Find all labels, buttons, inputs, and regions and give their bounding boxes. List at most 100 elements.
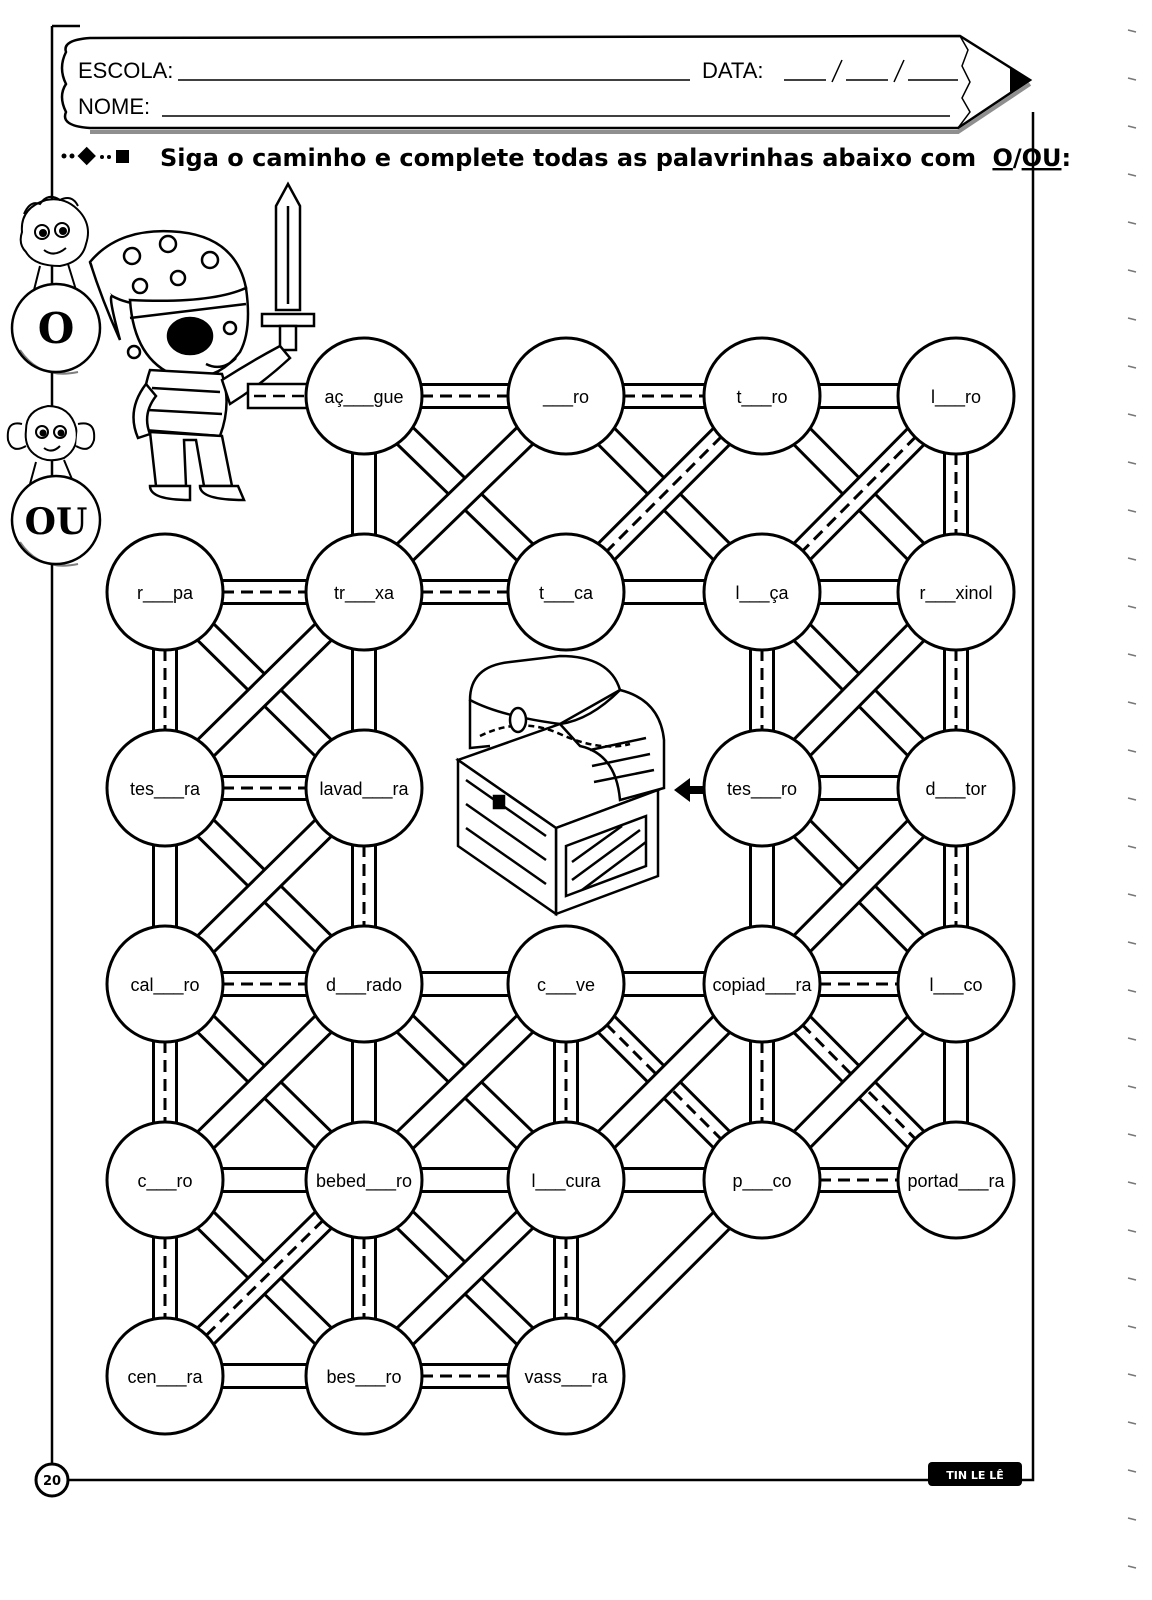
page-number: 20 [43,1474,61,1489]
maze-node-n7[interactable]: l___ça [702,532,822,652]
o-ball [10,282,102,374]
maze-node-n0[interactable]: aç___gue [304,336,424,456]
maze-node-n14[interactable]: d___rado [304,924,424,1044]
maze-node-word: lavad___ra [319,779,409,800]
maze-node-circle [304,728,424,848]
maze-node-n8[interactable]: r___xinol [896,532,1016,652]
maze-node-word: tr___xa [334,583,395,604]
ou-ball-label: OU [25,501,88,543]
maze-node-circle [304,532,424,652]
maze-node-word: t___ro [736,387,787,408]
maze-node-n1[interactable]: ___ro [506,336,626,456]
maze-node-n25[interactable]: vass___ra [506,1316,626,1436]
maze-node-n11[interactable]: tes___ro [702,728,822,848]
maze-node-word: c___ro [137,1171,192,1192]
maze-node-n22[interactable]: portad___ra [896,1120,1016,1240]
boy-character-icon [19,195,89,291]
maze-node-word: l___ça [735,583,789,604]
maze-node-word: l___cura [531,1171,601,1192]
option-ou: OU [1022,144,1062,172]
maze-node-word: t___ca [539,583,594,604]
brand-logo-badge [928,1462,1022,1486]
maze-node-word: tes___ra [130,779,201,800]
date-slash-1 [831,59,843,83]
maze-node-word: aç___gue [324,387,403,408]
maze-node-n9[interactable]: tes___ra [105,728,225,848]
maze-node-n4[interactable]: r___pa [105,532,225,652]
maze-node-circle [506,532,626,652]
pirate-icon [88,181,316,502]
bullet-dot-icon [69,153,75,159]
maze-node-circle [702,1120,822,1240]
maze-node-word: tes___ro [727,779,797,800]
maze-node-n16[interactable]: copiad___ra [702,924,822,1044]
maze-node-circle [896,728,1016,848]
maze-node-circle [105,1316,225,1436]
maze-node-circle [304,1120,424,1240]
maze-node-n5[interactable]: tr___xa [304,532,424,652]
page-number-badge [34,1462,70,1498]
date-slash-2 [893,59,905,83]
maze-node-circle [506,336,626,456]
option-o: O [992,144,1012,172]
maze-node-word: ___ro [542,387,589,408]
maze-node-word: r___pa [137,583,194,604]
maze-node-circle [896,532,1016,652]
maze-node-circle [702,728,822,848]
bullet-square-icon [116,150,129,163]
svg-text:Siga o caminho e complete toda: Siga o caminho e complete todas as palav… [160,144,1071,172]
maze-node-n23[interactable]: cen___ra [105,1316,225,1436]
maze-node-word: bebed___ro [316,1171,412,1192]
bullet-diamond-icon [77,146,96,166]
instruction-colon: : [1062,144,1072,172]
maze-node-n10[interactable]: lavad___ra [304,728,424,848]
instruction: Siga o caminho e complete todas as palav… [61,144,1071,172]
maze-node-circle [702,336,822,456]
maze-node-circle [105,532,225,652]
maze-node-n20[interactable]: l___cura [506,1120,626,1240]
maze-node-circle [105,924,225,1044]
maze-node-circle [896,336,1016,456]
maze-node-circle [506,924,626,1044]
maze-node-word: cen___ra [127,1367,203,1388]
maze-node-n18[interactable]: c___ro [105,1120,225,1240]
brand-logo: TIN LE LÊ [946,1469,1004,1482]
maze-node-n19[interactable]: bebed___ro [304,1120,424,1240]
name-label: NOME: [78,94,150,119]
option-separator: / [1013,144,1022,172]
bullet-dot-icon [100,155,104,159]
binder-perforation [1127,29,1137,1569]
bullet-dot-icon [61,153,67,159]
maze-node-n2[interactable]: t___ro [702,336,822,456]
maze-node-n17[interactable]: l___co [896,924,1016,1044]
maze-node-word: p___co [732,1171,791,1192]
maze-node-circle [304,1316,424,1436]
maze-node-n3[interactable]: l___ro [896,336,1016,456]
maze-node-n6[interactable]: t___ca [506,532,626,652]
maze-node-n15[interactable]: c___ve [506,924,626,1044]
maze-node-circle [896,924,1016,1044]
instruction-text: Siga o caminho e complete todas as palav… [160,144,976,172]
maze-node-n24[interactable]: bes___ro [304,1316,424,1436]
ou-ball [10,474,102,566]
maze-node-circle [105,1120,225,1240]
bullet-dot-icon [107,155,111,159]
maze-node-n21[interactable]: p___co [702,1120,822,1240]
maze-node-n12[interactable]: d___tor [896,728,1016,848]
date-label: DATA: [702,58,764,83]
maze-node-word: portad___ra [907,1171,1005,1192]
arrow-left-icon [674,778,706,802]
school-label: ESCOLA: [78,58,173,83]
maze-node-circle [702,532,822,652]
maze-nodes: aç___gue ___ro t___ro l___ro r___pa tr___xa t_… [105,336,1016,1436]
maze-node-word: d___rado [326,975,402,996]
header-banner: ESCOLA: DATA: NOME: [60,34,1033,134]
maze-node-circle [304,336,424,456]
maze-node-n13[interactable]: cal___ro [105,924,225,1044]
maze-node-word: c___ve [537,975,595,996]
maze-node-word: copiad___ra [712,975,812,996]
o-ball-shadow [19,349,79,375]
maze-node-word: l___ro [931,387,981,408]
girl-character-icon [6,404,96,485]
